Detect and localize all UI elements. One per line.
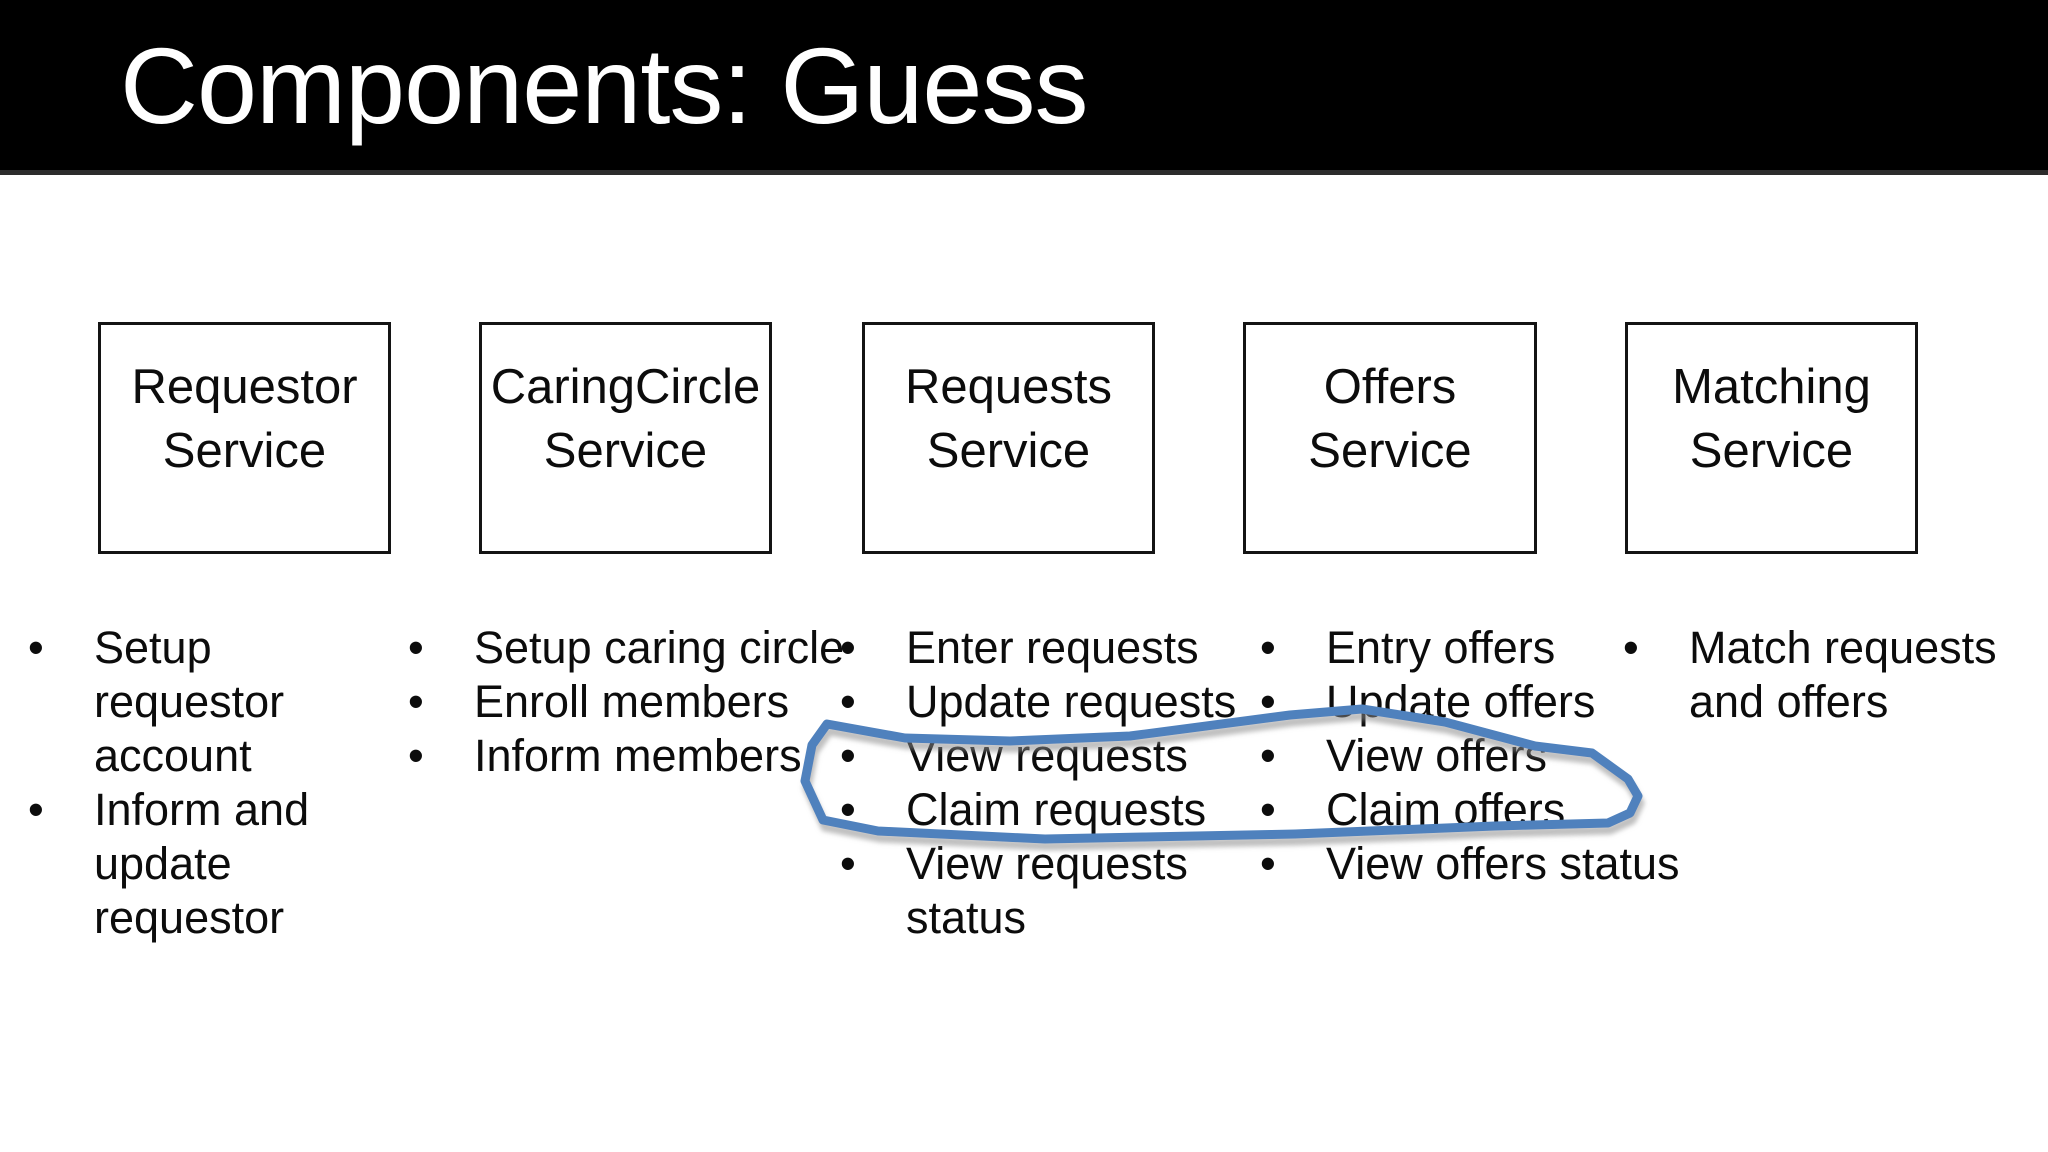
service-box-caringcircle: CaringCircle Service [479, 322, 772, 554]
list-item-text: Claim offers [1326, 784, 1566, 835]
list-item: • Inform members [408, 729, 878, 783]
bullet-icon: • [1260, 838, 1276, 889]
service-box-requestor: Requestor Service [98, 322, 391, 554]
list-item: • Inform and update requestor [28, 783, 398, 945]
list-item: • Claim requests [840, 783, 1280, 837]
bullet-icon: • [1260, 784, 1276, 835]
slide-title: Components: Guess [120, 24, 1088, 146]
list-item-text: Inform and update requestor [94, 784, 310, 943]
list-item-text: Inform members [474, 730, 802, 781]
list-item-text: Match requests and offers [1689, 622, 1997, 727]
list-item-text: View offers status [1326, 838, 1680, 889]
list-item: • View requests status [840, 837, 1280, 945]
service-box-label: Matching Service [1672, 360, 1871, 478]
list-item: • View offers status [1260, 837, 1780, 891]
bullet-icon: • [408, 622, 424, 673]
list-item-text: Setup caring circle [474, 622, 845, 673]
service-box-label: Requestor Service [131, 360, 358, 478]
service-box-requests: Requests Service [862, 322, 1155, 554]
bullet-list-requestor: • Setup requestor account • Inform and u… [28, 621, 398, 945]
list-item: • Setup requestor account [28, 621, 398, 783]
bullet-icon: • [840, 730, 856, 781]
bullet-list-requests: • Enter requests • Update requests • Vie… [840, 621, 1280, 945]
list-item-text: View offers [1326, 730, 1547, 781]
bullet-icon: • [840, 622, 856, 673]
list-item: • Claim offers [1260, 783, 1780, 837]
list-item-text: Claim requests [906, 784, 1207, 835]
list-item-text: View requests [906, 730, 1188, 781]
bullet-icon: • [408, 730, 424, 781]
list-item-text: Setup requestor account [94, 622, 285, 781]
service-box-matching: Matching Service [1625, 322, 1918, 554]
bullet-icon: • [840, 784, 856, 835]
list-item-text: Update offers [1326, 676, 1596, 727]
bullet-icon: • [840, 676, 856, 727]
service-box-label: CaringCircle Service [490, 360, 761, 478]
bullet-icon: • [840, 838, 856, 889]
bullet-icon: • [1260, 622, 1276, 673]
bullet-icon: • [1260, 730, 1276, 781]
list-item: • View requests [840, 729, 1280, 783]
bullet-icon: • [28, 622, 44, 673]
bullet-list-matching: • Match requests and offers [1623, 621, 2043, 729]
list-item-text: Entry offers [1326, 622, 1556, 673]
bullet-icon: • [1260, 676, 1276, 727]
list-item: • Update requests [840, 675, 1280, 729]
list-item: • View offers [1260, 729, 1780, 783]
service-box-offers: Offers Service [1243, 322, 1537, 554]
list-item: • Setup caring circle [408, 621, 878, 675]
list-item-text: Enter requests [906, 622, 1199, 673]
slide-header-bar: Components: Guess [0, 0, 2048, 175]
bullet-icon: • [408, 676, 424, 727]
service-box-label: Offers Service [1308, 360, 1472, 478]
list-item: • Enter requests [840, 621, 1280, 675]
service-box-label: Requests Service [904, 360, 1112, 478]
list-item-text: Update requests [906, 676, 1237, 727]
bullet-list-caringcircle: • Setup caring circle • Enroll members •… [408, 621, 878, 783]
bullet-icon: • [1623, 622, 1639, 673]
list-item-text: View requests status [906, 838, 1188, 943]
list-item: • Match requests and offers [1623, 621, 2043, 729]
list-item: • Enroll members [408, 675, 878, 729]
list-item: • Entry offers [1260, 621, 1780, 675]
bullet-icon: • [28, 784, 44, 835]
list-item-text: Enroll members [474, 676, 790, 727]
